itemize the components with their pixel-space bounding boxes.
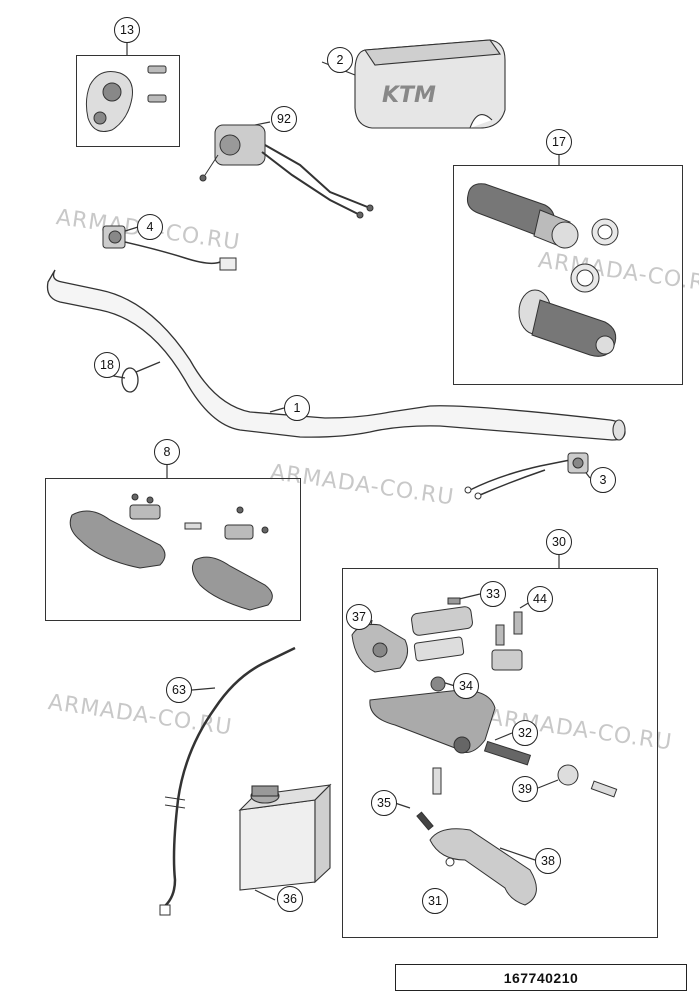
callout-33: 33	[480, 581, 506, 607]
callout-2: 2	[327, 47, 353, 73]
callout-92: 92	[271, 106, 297, 132]
callout-63: 63	[166, 677, 192, 703]
callout-30: 30	[546, 529, 572, 555]
callout-37: 37	[346, 604, 372, 630]
callout-4: 4	[137, 214, 163, 240]
group-box-30	[342, 568, 658, 938]
callout-1: 1	[284, 395, 310, 421]
callout-35: 35	[371, 790, 397, 816]
callout-31: 31	[422, 888, 448, 914]
callout-32: 32	[512, 720, 538, 746]
group-box-8	[45, 478, 301, 621]
callout-17: 17	[546, 129, 572, 155]
brand-logo: KTM	[382, 83, 436, 108]
callout-18: 18	[94, 352, 120, 378]
callout-36: 36	[277, 886, 303, 912]
callout-38: 38	[535, 848, 561, 874]
callout-39: 39	[512, 776, 538, 802]
callout-3: 3	[590, 467, 616, 493]
group-box-17	[453, 165, 683, 385]
callout-44: 44	[527, 586, 553, 612]
document-number: 167740210	[395, 964, 687, 991]
callout-13: 13	[114, 17, 140, 43]
callout-8: 8	[154, 439, 180, 465]
group-box-13	[76, 55, 180, 147]
callout-34: 34	[453, 673, 479, 699]
